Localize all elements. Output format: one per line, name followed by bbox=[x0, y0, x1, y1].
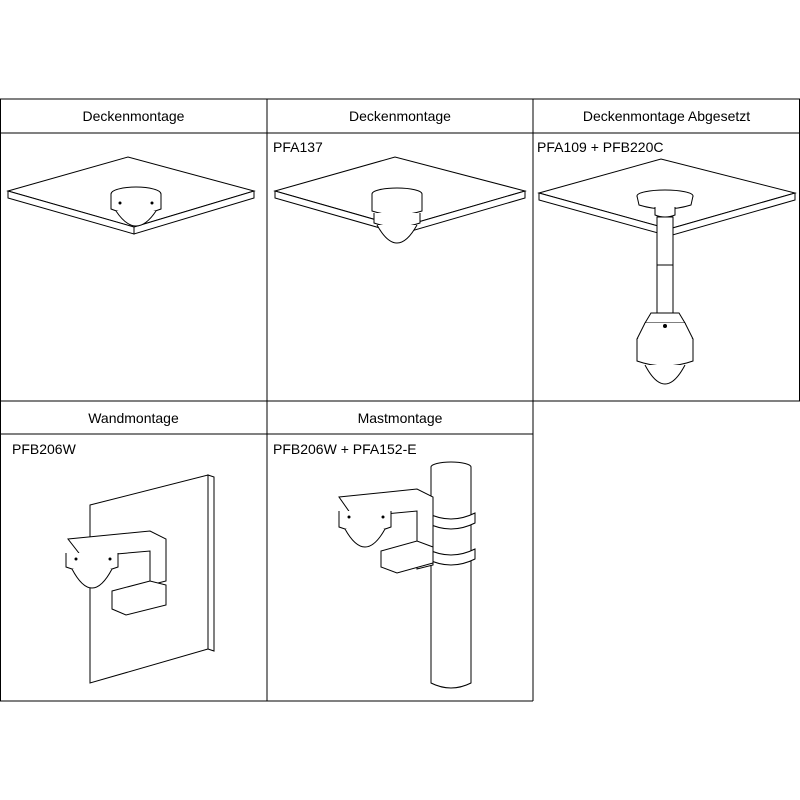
cell-subtitle: PFA137 bbox=[273, 139, 323, 155]
table-cell: Deckenmontage bbox=[0, 99, 267, 401]
pole-mount-illustration bbox=[338, 461, 476, 689]
cell-title: Mastmontage bbox=[357, 410, 443, 426]
cell-subtitle: PFB206W + PFA152-E bbox=[273, 441, 417, 457]
ceiling-pendant-mount-illustration bbox=[537, 158, 797, 385]
cell-title: Wandmontage bbox=[88, 410, 179, 426]
table-cell: Deckenmontage Abgesetzt PFA109 + PFB220C bbox=[533, 99, 800, 401]
table-cell: Deckenmontage PFA137 bbox=[267, 99, 533, 401]
cell-title: Deckenmontage Abgesetzt bbox=[582, 108, 751, 124]
table-cell: Wandmontage PFB206W bbox=[0, 401, 267, 701]
cell-subtitle: PFA109 + PFB220C bbox=[537, 139, 664, 155]
cell-subtitle: PFB206W bbox=[12, 441, 76, 457]
cell-title: Deckenmontage bbox=[349, 108, 451, 124]
cell-title: Deckenmontage bbox=[82, 108, 185, 124]
table-cell: Mastmontage PFB206W + PFA152-E bbox=[267, 401, 533, 701]
ceiling-mount-pfa137-illustration bbox=[273, 156, 527, 244]
ceiling-mount-illustration bbox=[6, 156, 256, 235]
wall-mount-illustration bbox=[65, 474, 215, 684]
